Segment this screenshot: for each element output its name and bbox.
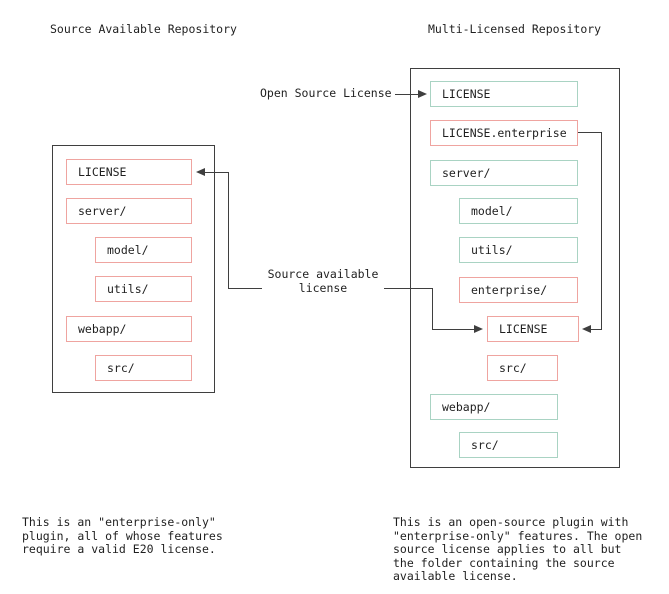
right-dir-enterprise-src: src/	[487, 355, 558, 381]
source-available-license-label: Source available license	[267, 267, 379, 295]
sa-license-line-h2	[432, 329, 474, 330]
sa-license-line-h1	[384, 288, 433, 289]
sa-license-line-v	[432, 288, 433, 330]
left-repo-caption: This is an "enterprise-only" plugin, all…	[22, 515, 223, 556]
right-file-enterprise-license: LICENSE	[487, 316, 579, 342]
left-dir-webapp: webapp/	[66, 316, 192, 342]
left-dir-server: server/	[66, 198, 192, 224]
right-dir-enterprise: enterprise/	[459, 277, 578, 303]
right-dir-server: server/	[430, 160, 578, 186]
left-license-arrowhead-icon	[196, 168, 205, 176]
enterprise-license-line-h1	[578, 132, 602, 133]
enterprise-license-arrowhead-icon	[582, 325, 591, 333]
right-dir-webapp: webapp/	[430, 394, 558, 420]
enterprise-license-line-v	[601, 132, 602, 330]
sa-license-arrowhead-icon	[474, 325, 483, 333]
right-repo-caption: This is an open-source plugin with "ente…	[393, 515, 643, 583]
left-license-line-h1	[204, 172, 228, 173]
left-license-line-v	[228, 172, 229, 289]
open-source-license-label: Open Source License	[260, 86, 392, 100]
right-dir-webapp-src: src/	[459, 432, 558, 458]
left-repo-box	[52, 145, 215, 393]
left-dir-src: src/	[95, 355, 192, 381]
open-source-arrowhead-icon	[418, 90, 427, 98]
right-repo-box	[410, 68, 620, 468]
right-file-license-enterprise: LICENSE.enterprise	[430, 120, 578, 146]
left-dir-utils: utils/	[95, 276, 192, 302]
right-dir-utils: utils/	[459, 237, 578, 263]
left-repo-title: Source Available Repository	[50, 22, 237, 36]
left-file-license: LICENSE	[66, 159, 192, 185]
enterprise-license-line-h2	[591, 329, 601, 330]
left-license-line-h2	[228, 288, 262, 289]
left-dir-model: model/	[95, 237, 192, 263]
right-repo-title: Multi-Licensed Repository	[428, 22, 602, 36]
right-dir-model: model/	[459, 198, 578, 224]
open-source-arrow-line	[395, 94, 419, 95]
right-file-license: LICENSE	[430, 81, 578, 107]
